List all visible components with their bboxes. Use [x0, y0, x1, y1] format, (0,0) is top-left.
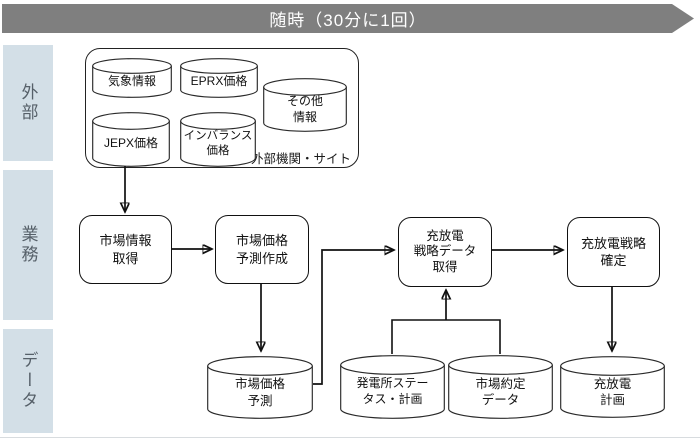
lane-external-label: 外部: [18, 83, 38, 123]
cylinder-other-info: その他 情報: [263, 78, 347, 132]
line-stores-junction: [391, 319, 501, 354]
cylinder-shape: [92, 58, 172, 98]
cylinder-eprx-price-label: EPRX価格: [190, 74, 248, 89]
cylinder-plant-status-plan: 発電所ステー タス・計画: [340, 355, 445, 419]
lane-data-label: データ: [18, 351, 38, 411]
cylinder-market-contract-data: 市場約定 データ: [448, 355, 553, 419]
cylinder-other-info-label: その他 情報: [286, 93, 323, 124]
cylinder-charge-discharge-plan: 充放電 計画: [560, 356, 665, 418]
timing-banner-label: 随時（30分に1回）: [269, 11, 427, 30]
cylinder-shape: [448, 355, 553, 419]
cylinder-shape: [180, 112, 256, 167]
timing-banner: 随時（30分に1回）: [2, 4, 694, 33]
bottom-divider: [0, 437, 700, 438]
cylinder-market-contract-data-label: 市場約定 データ: [475, 376, 526, 407]
cylinder-weather-info: 気象情報: [92, 58, 172, 98]
process-acquire-market-info: 市場情報 取得: [79, 215, 172, 284]
cylinder-imbalance-price: インバランス 価格: [180, 112, 256, 167]
cylinder-shape: [92, 112, 170, 167]
cylinder-jepx-price-label: JEPX価格: [103, 136, 158, 151]
cylinder-market-price-forecast-label: 市場価格 予測: [234, 377, 285, 408]
cylinder-weather-info-label: 気象情報: [107, 74, 156, 89]
lane-data: データ: [3, 329, 53, 433]
cylinder-eprx-price: EPRX価格: [180, 58, 258, 98]
external-group-caption: 外部機関・サイト: [250, 152, 351, 166]
cylinder-shape: [560, 356, 665, 418]
process-acquire-market-info-label: 市場情報 取得: [99, 233, 152, 266]
cylinder-plant-status-plan-label: 発電所ステー タス・計画: [356, 376, 429, 406]
process-create-price-forecast: 市場価格 予測作成: [215, 215, 309, 284]
cylinder-jepx-price: JEPX価格: [92, 112, 170, 167]
cylinder-imbalance-price-label: インバランス 価格: [183, 130, 253, 157]
process-fix-strategy: 充放電戦略 確定: [567, 217, 660, 287]
cylinder-market-price-forecast: 市場価格 予測: [207, 356, 313, 419]
lane-external: 外部: [3, 45, 53, 161]
lane-business: 業務: [3, 170, 53, 320]
cylinder-shape: [207, 356, 313, 419]
cylinder-shape: [263, 78, 347, 132]
cylinder-charge-discharge-plan-label: 充放電 計画: [593, 376, 632, 407]
process-acquire-strategy-data-label: 充放電 戦略データ 取得: [413, 228, 477, 274]
process-create-price-forecast-label: 市場価格 予測作成: [235, 233, 288, 266]
process-acquire-strategy-data: 充放電 戦略データ 取得: [398, 217, 492, 287]
process-fix-strategy-label: 充放電戦略 確定: [580, 235, 646, 268]
lane-business-label: 業務: [18, 225, 38, 265]
cylinder-shape: [180, 58, 258, 98]
